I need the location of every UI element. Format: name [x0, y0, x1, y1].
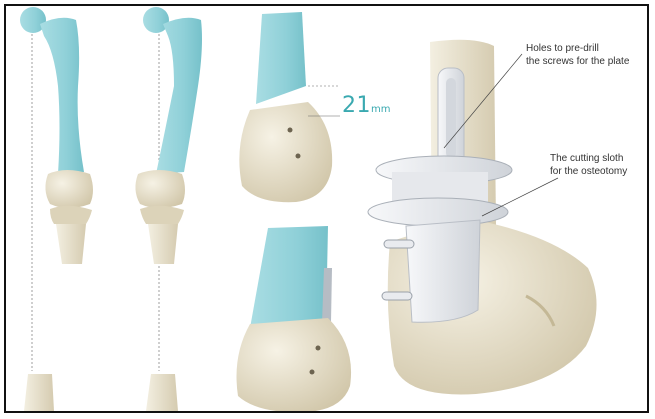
- wedge-measurement: 21mm: [342, 93, 390, 118]
- leg-2-knee: [135, 170, 185, 411]
- label-cutting-slot-line-2: for the osteotomy: [550, 165, 627, 178]
- figure-frame: 21mm Holes to pre-drill the screws for t…: [4, 4, 649, 413]
- femur-closeup-with-guide: [368, 40, 597, 395]
- measurement-unit: mm: [371, 104, 390, 115]
- leg-1-knee: [24, 170, 93, 411]
- measurement-value: 21: [342, 93, 371, 118]
- label-holes: Holes to pre-drill the screws for the pl…: [526, 42, 629, 68]
- label-holes-line-2: the screws for the plate: [526, 55, 629, 68]
- distal-femur-wedge-view: [239, 12, 340, 202]
- label-cutting-slot-line-1: The cutting sloth: [550, 152, 627, 165]
- distal-femur-plate-view: [237, 226, 352, 412]
- label-cutting-slot: The cutting sloth for the osteotomy: [550, 152, 627, 178]
- label-holes-line-1: Holes to pre-drill: [526, 42, 629, 55]
